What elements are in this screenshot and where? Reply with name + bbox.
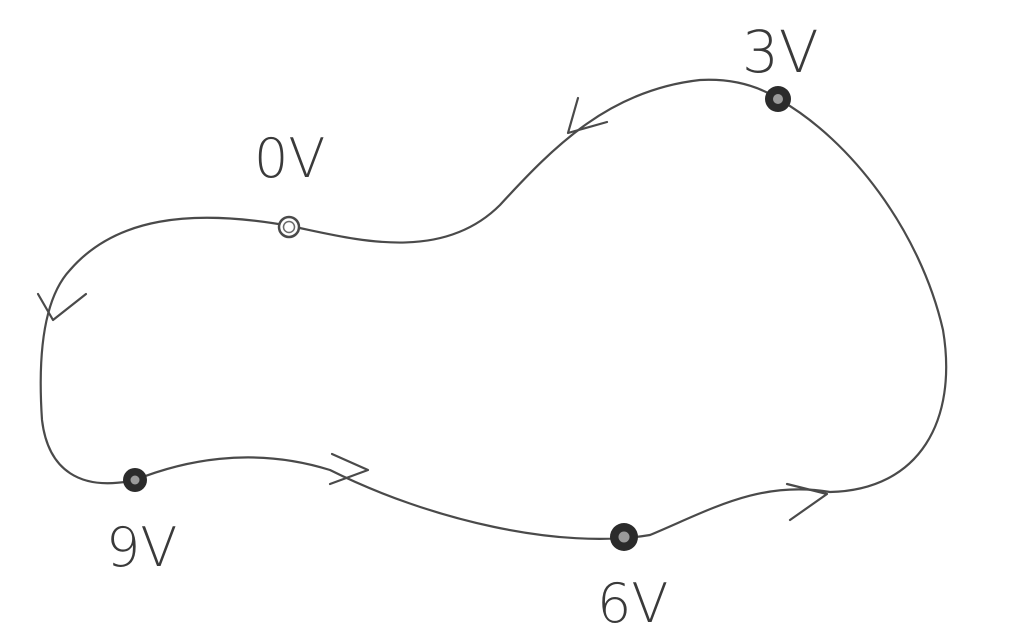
- label-0v: 0V: [254, 127, 325, 190]
- direction-arrow-bottom-right: [785, 482, 829, 522]
- point-0v-marker: [277, 215, 301, 239]
- label-9v: 9V: [106, 516, 177, 579]
- point-6v-marker: [610, 523, 638, 551]
- label-6v: 6V: [597, 572, 668, 635]
- direction-arrow-upper: [566, 96, 609, 135]
- direction-arrow-left: [36, 292, 88, 322]
- point-9v-marker: [123, 468, 147, 492]
- point-3v-marker: [765, 86, 791, 112]
- closed-loop-path: [39, 78, 948, 540]
- label-3v: 3V: [742, 18, 819, 86]
- direction-arrow-bottom-middle: [328, 452, 370, 486]
